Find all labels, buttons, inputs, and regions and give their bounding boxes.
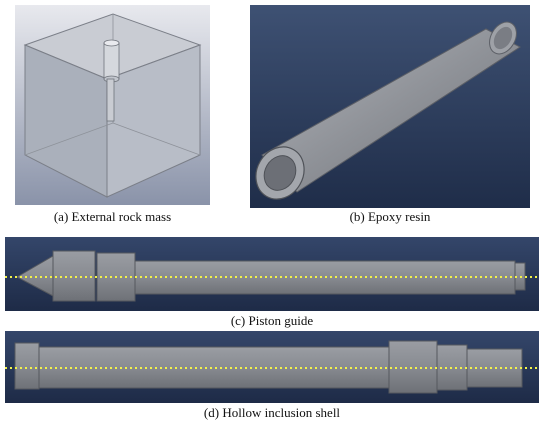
caption-a: (a) External rock mass <box>53 209 172 224</box>
panel-b-viewport <box>250 5 530 208</box>
caption-c: (c) Piston guide <box>230 313 314 328</box>
epoxy-resin-tube <box>255 21 521 200</box>
borehole-insert <box>103 39 120 122</box>
panel-c-viewport <box>5 237 539 311</box>
panel-a-viewport <box>15 5 210 205</box>
caption-d: (d) Hollow inclusion shell <box>203 405 341 420</box>
panel-d-viewport <box>5 331 539 403</box>
caption-b: (b) Epoxy resin <box>349 209 431 224</box>
